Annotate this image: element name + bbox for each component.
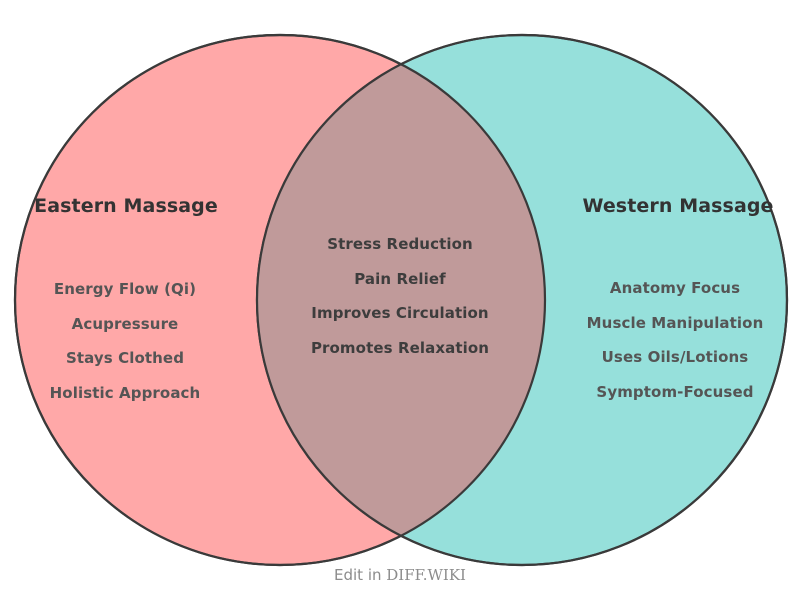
venn-intersection[interactable] [257,35,787,565]
edit-link-prefix: Edit in [334,566,387,584]
venn-circle-left-outline [13,33,547,567]
edit-link-brand: DIFF.WIKI [386,566,466,584]
edit-link[interactable]: Edit in DIFF.WIKI [0,566,800,584]
venn-circle-right-outline [255,33,789,567]
